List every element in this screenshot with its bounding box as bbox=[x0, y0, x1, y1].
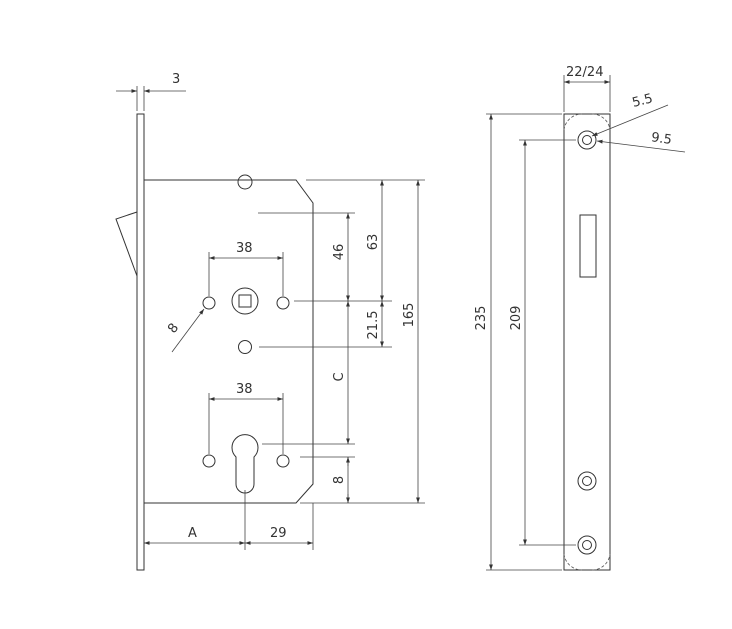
dim-outer-hole: 9.5 bbox=[650, 130, 673, 148]
dim-209: 209 bbox=[509, 306, 524, 331]
dim-a-backset: A bbox=[188, 526, 197, 541]
latch-slot bbox=[579, 214, 597, 278]
square-spindle bbox=[238, 294, 252, 308]
dim-46: 46 bbox=[332, 244, 347, 261]
dim-165: 165 bbox=[402, 303, 417, 328]
dim-8-bottom: 8 bbox=[332, 476, 347, 484]
latch-bolt bbox=[115, 211, 138, 277]
case-screw-hole-middle bbox=[238, 340, 252, 354]
dim-faceplate-width: 22/24 bbox=[566, 65, 603, 80]
front-view: 3 38 8 38 46 63 21.5 165 bbox=[115, 72, 425, 571]
faceplate-screw-middle-outer bbox=[577, 471, 597, 491]
dim-handle-hole-spacing: 38 bbox=[236, 241, 253, 256]
spindle-hub bbox=[231, 287, 259, 315]
dim-inner-hole: 5.5 bbox=[631, 91, 655, 111]
cylinder-fixing-hole-right bbox=[276, 454, 290, 468]
handle-fixing-hole-left bbox=[202, 296, 216, 310]
dim-c: C bbox=[332, 372, 347, 381]
dim-235: 235 bbox=[474, 306, 489, 331]
dim-21-5: 21.5 bbox=[366, 311, 381, 340]
faceplate bbox=[136, 113, 145, 571]
dim-cylinder-hole-spacing: 38 bbox=[236, 382, 253, 397]
faceplate-screw-middle-inner bbox=[582, 476, 592, 486]
dim-63: 63 bbox=[366, 234, 381, 251]
cylinder-fixing-hole-left bbox=[202, 454, 216, 468]
dim-faceplate-thickness: 3 bbox=[172, 72, 180, 87]
case-screw-hole-top bbox=[237, 174, 253, 190]
handle-fixing-hole-right bbox=[276, 296, 290, 310]
dim-29: 29 bbox=[270, 526, 287, 541]
side-view: 22/24 5.5 9.5 235 209 bbox=[474, 65, 686, 571]
dim-hole-diameter: 8 bbox=[165, 321, 182, 337]
faceplate-screw-bottom-outer bbox=[577, 535, 597, 555]
faceplate-front bbox=[563, 113, 611, 571]
lock-case bbox=[144, 179, 314, 504]
faceplate-screw-top-inner bbox=[582, 135, 592, 145]
cylinder-cutout bbox=[231, 434, 259, 494]
faceplate-screw-bottom-inner bbox=[582, 540, 592, 550]
faceplate-screw-top-outer bbox=[577, 130, 597, 150]
